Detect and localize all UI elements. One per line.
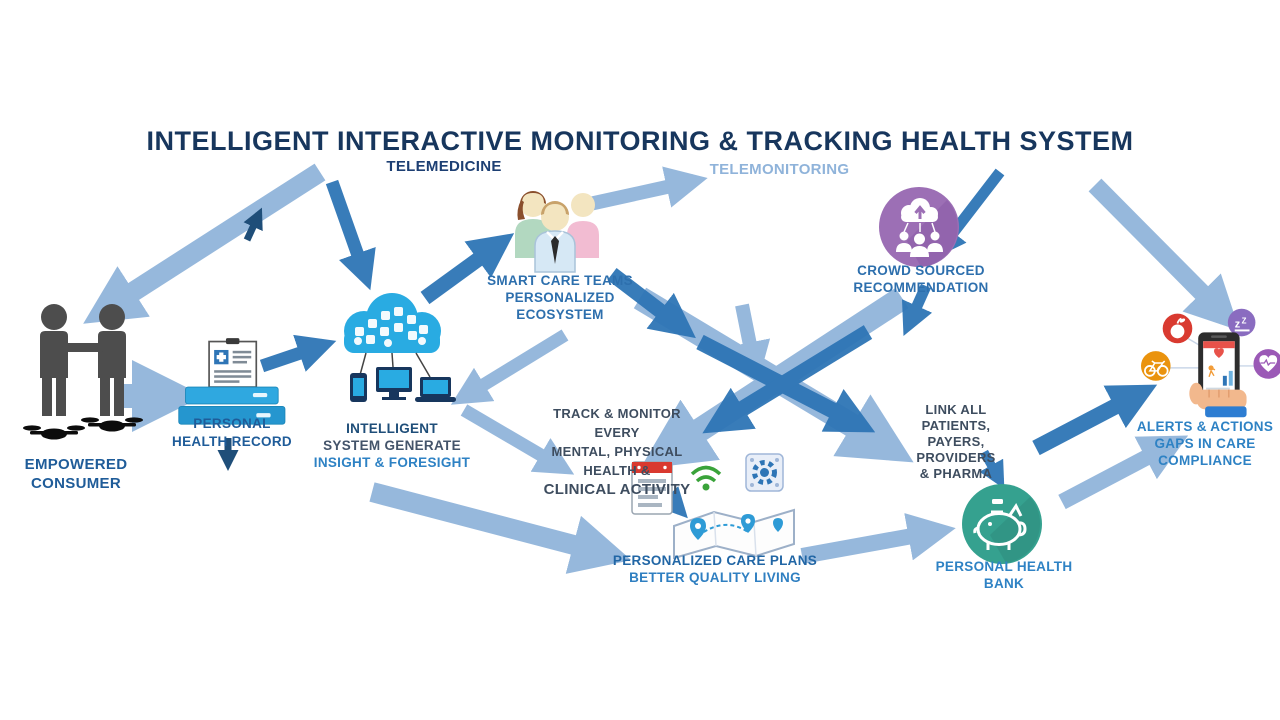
label-line: PROVIDERS	[916, 450, 996, 465]
label-line: CLINICAL ACTIVITY	[543, 481, 691, 498]
label-line: GAPS IN CARE	[1154, 436, 1256, 451]
care-team-icon	[515, 191, 599, 273]
personalized-care-plans-label: PERSONALIZED CARE PLANS BETTER QUALITY L…	[592, 552, 838, 586]
label-line: SYSTEM GENERATE	[323, 438, 461, 453]
label-line: SMART CARE TEAMS	[487, 273, 633, 288]
label-line: PAYERS,	[927, 434, 985, 449]
svg-text:z: z	[1235, 318, 1241, 330]
label-line: HEALTH RECORD	[172, 434, 292, 449]
intelligent-system-label: INTELLIGENT SYSTEM GENERATE INSIGHT & FO…	[303, 420, 481, 471]
label-line: HEALTH &	[583, 463, 651, 478]
label-line: INSIGHT & FORESIGHT	[313, 455, 471, 470]
health-app-phone-icon: z Z	[1140, 308, 1280, 418]
telemonitoring-label: TELEMONITORING	[709, 161, 850, 178]
cloud-devices-icon	[344, 293, 456, 402]
handshake-drones-icon	[23, 304, 143, 440]
link-all-text: LINK ALL PATIENTS, PAYERS, PROVIDERS & P…	[898, 402, 1014, 482]
label-line: CROWD SOURCED	[857, 263, 985, 278]
label-line: BANK	[983, 576, 1025, 591]
smart-care-teams-label: SMART CARE TEAMS PERSONALIZED ECOSYSTEM	[462, 272, 658, 323]
label-line: PERSONAL	[193, 416, 271, 431]
label-line: CONSUMER	[31, 475, 121, 492]
label-line: EVERY	[594, 425, 640, 440]
personal-health-record-label: PERSONAL HEALTH RECORD	[158, 415, 306, 451]
svg-text:Z: Z	[1242, 317, 1247, 326]
empowered-consumer-label: EMPOWERED CONSUMER	[0, 455, 152, 493]
label-line: MENTAL, PHYSICAL	[551, 444, 683, 459]
label-line: & PHARMA	[919, 466, 993, 481]
label-line: PERSONAL HEALTH	[935, 559, 1073, 574]
label-line: BETTER QUALITY LIVING	[629, 570, 801, 585]
piggy-bank-icon	[962, 484, 1042, 564]
label-line: COMPLIANCE	[1158, 453, 1252, 468]
diagram-title: INTELLIGENT INTERACTIVE MONITORING & TRA…	[146, 126, 1134, 156]
track-monitor-text: TRACK & MONITOR EVERY MENTAL, PHYSICAL H…	[542, 404, 692, 499]
alerts-actions-label: ALERTS & ACTIONS GAPS IN CARE COMPLIANCE	[1126, 418, 1280, 469]
crowd-sourced-label: CROWD SOURCED RECOMMENDATION	[845, 262, 997, 296]
telemedicine-label: TELEMEDICINE	[386, 158, 502, 175]
label-line: RECOMMENDATION	[853, 280, 989, 295]
personal-health-bank-label: PERSONAL HEALTH BANK	[932, 558, 1076, 592]
label-line: ALERTS & ACTIONS	[1136, 419, 1274, 434]
label-line: EMPOWERED	[24, 456, 128, 473]
medical-record-icon	[178, 338, 286, 425]
label-line: PATIENTS,	[921, 418, 991, 433]
label-line: PERSONALIZED ECOSYSTEM	[505, 290, 615, 322]
label-line: TRACK & MONITOR	[553, 406, 681, 421]
label-line: LINK ALL	[925, 402, 987, 417]
crowd-cloud-icon	[879, 187, 959, 267]
label-line: INTELLIGENT	[346, 421, 438, 436]
label-line: PERSONALIZED CARE PLANS	[612, 553, 818, 568]
